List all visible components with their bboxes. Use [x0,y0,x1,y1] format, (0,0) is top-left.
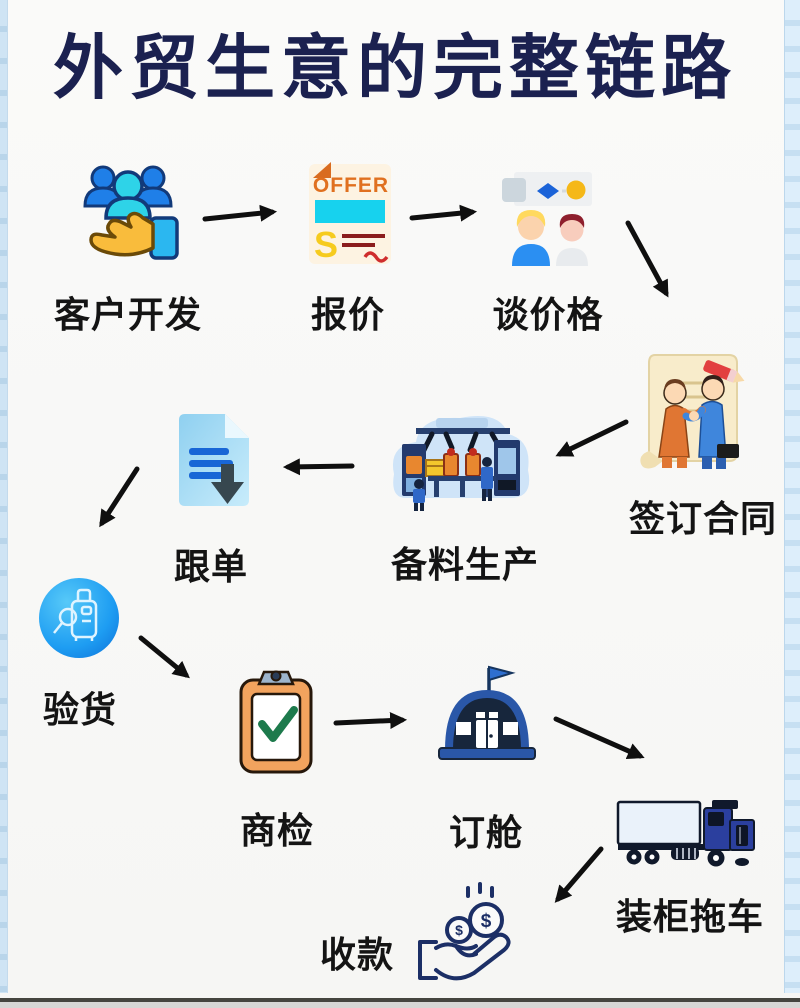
arrow-1 [202,204,278,222]
customers-in-hand-icon [83,165,179,260]
step-label-container-trailer: 装柜拖车 [615,896,764,937]
arrow-3 [625,220,669,298]
step-label-booking: 订舱 [448,812,523,853]
step-label-commodity-inspection: 商检 [239,810,314,851]
svg-text:$: $ [481,911,492,932]
arrow-10 [554,846,604,903]
contract-handshake-icon [640,354,745,469]
step-label-negotiate-price: 谈价格 [492,294,604,335]
svg-text:OFFER: OFFER [313,174,389,197]
step-label-order-follow-up: 跟单 [173,546,248,587]
document-download-icon [179,414,249,506]
bottom-border-line [0,998,800,1002]
step-label-production: 备料生产 [390,544,539,585]
step-label-collect-payment: 收款 [319,934,394,975]
svg-text:$: $ [455,922,463,938]
offer-document-icon: OFFER S [309,162,391,265]
svg-text:S: S [314,224,338,265]
warehouse-flag-icon [438,665,536,760]
arrow-8 [333,712,408,730]
step-label-sign-contract: 签订合同 [628,498,777,539]
step-label-quotation: 报价 [310,294,385,335]
arrow-2 [409,204,478,222]
negotiation-people-icon [502,172,592,266]
inspection-magnifier-icon [39,578,119,658]
arrow-6 [99,466,140,528]
bottom-border-band [0,1002,800,1008]
hand-coins-icon: $ $ [418,882,511,981]
arrow-5 [282,458,355,476]
poster-title: 外贸生意的完整链路 [53,31,737,108]
step-label-customer-development: 客户开发 [53,294,202,335]
left-paper-edge [0,0,8,993]
arrow-7 [138,635,190,679]
arrow-4 [555,419,629,457]
right-paper-edge [784,0,800,993]
step-label-goods-inspection: 验货 [42,689,117,730]
clipboard-check-icon [239,670,313,774]
container-truck-icon [616,800,755,867]
factory-production-icon [392,416,530,511]
arrow-9 [553,716,645,759]
